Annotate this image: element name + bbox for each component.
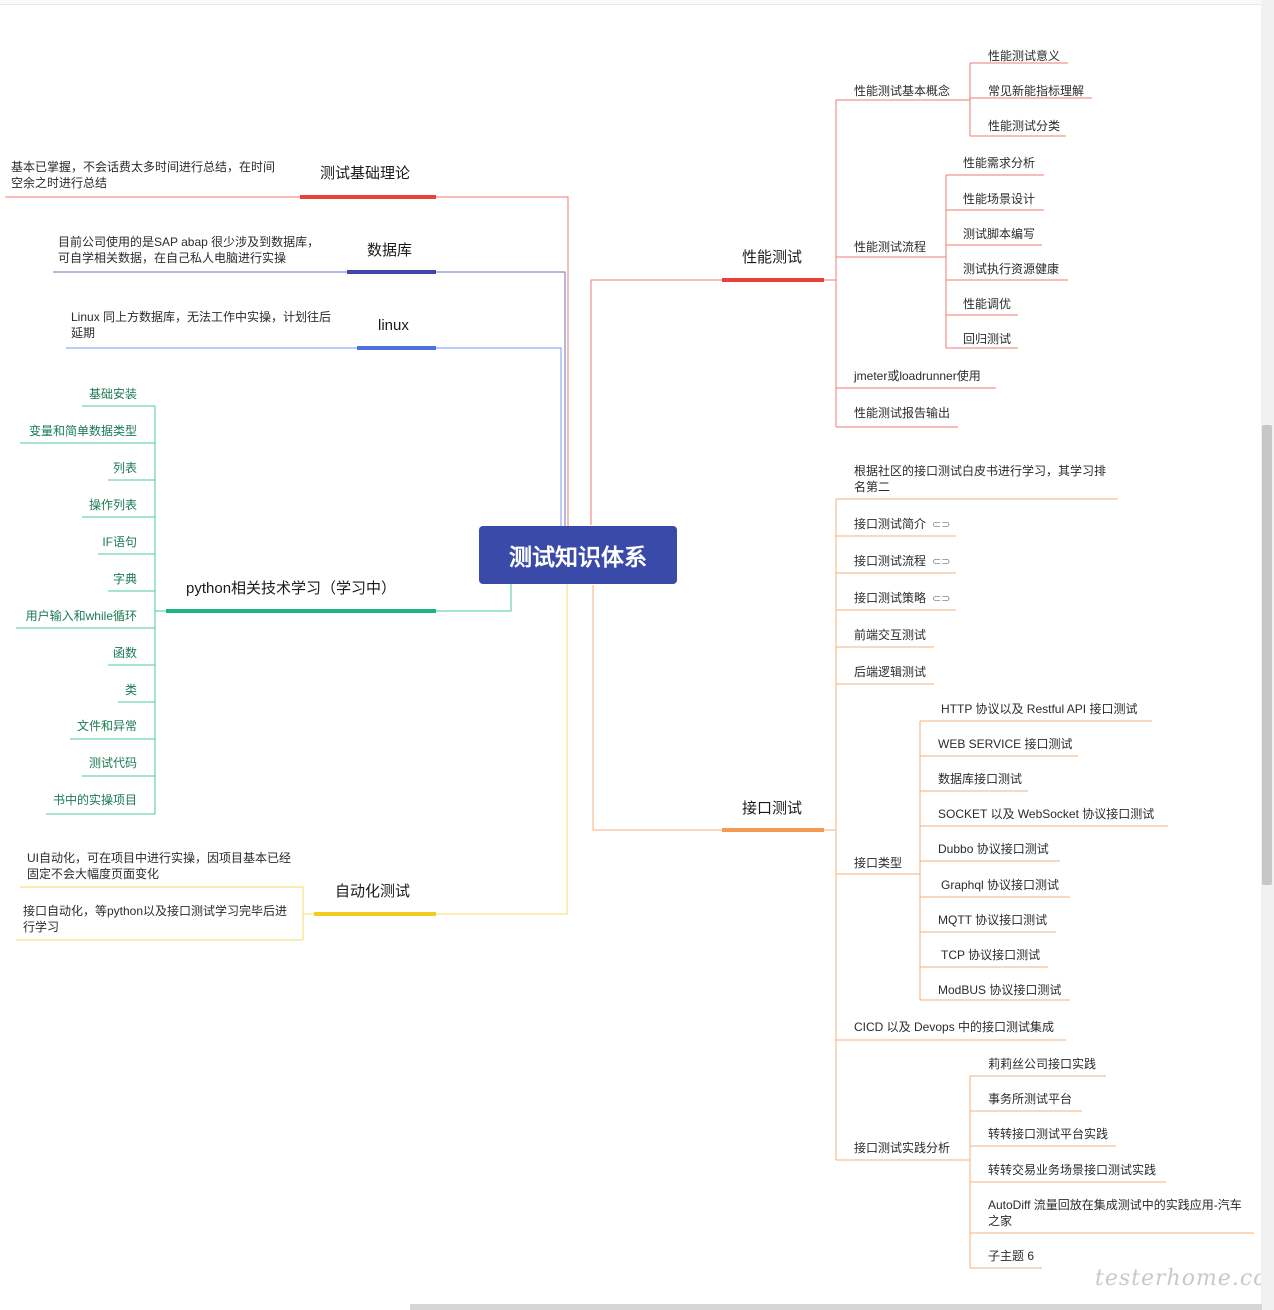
- perf-report[interactable]: 性能测试报告输出: [854, 406, 951, 420]
- perf-concept-item[interactable]: 性能测试意义: [988, 49, 1061, 63]
- perf-process-item[interactable]: 性能场景设计: [963, 192, 1036, 206]
- interface-item-label: 接口测试策略: [854, 591, 927, 605]
- branch-python[interactable]: python相关技术学习（学习中）: [186, 580, 397, 597]
- note-interface: 根据社区的接口测试白皮书进行学习，其学习排名第二: [854, 464, 1107, 494]
- vertical-scrollbar[interactable]: [1262, 425, 1272, 885]
- python-item[interactable]: IF语句: [102, 535, 137, 549]
- practice-item[interactable]: AutoDiff 流量回放在集成测试中的实践应用-汽车之家: [988, 1198, 1242, 1228]
- python-item[interactable]: 操作列表: [88, 498, 137, 512]
- interface-item[interactable]: 接口测试流程 ⊂⊃: [854, 553, 950, 570]
- perf-process[interactable]: 性能测试流程: [854, 240, 927, 254]
- python-item[interactable]: 用户输入和while循环: [25, 609, 137, 623]
- interface-item-label: 接口测试流程: [854, 554, 927, 568]
- branch-basic-theory[interactable]: 测试基础理论: [320, 165, 411, 182]
- interface-type-item[interactable]: ModBUS 协议接口测试: [938, 983, 1062, 997]
- perf-process-item[interactable]: 回归测试: [963, 332, 1012, 346]
- python-item[interactable]: 列表: [112, 461, 137, 475]
- branch-database[interactable]: 数据库: [367, 242, 413, 259]
- practice-item[interactable]: 转转接口测试平台实践: [988, 1127, 1109, 1141]
- interface-type-item[interactable]: 数据库接口测试: [938, 772, 1023, 786]
- note-automation-api: 接口自动化，等python以及接口测试学习完毕后进行学习: [23, 904, 288, 934]
- link-icon[interactable]: ⊂⊃: [932, 519, 951, 531]
- branch-interface[interactable]: 接口测试: [742, 800, 803, 817]
- branch-linux[interactable]: linux: [378, 317, 409, 334]
- python-item[interactable]: 文件和异常: [76, 719, 137, 733]
- interface-item[interactable]: 接口测试简介 ⊂⊃: [854, 516, 950, 533]
- interface-type-item[interactable]: Graphql 协议接口测试: [941, 878, 1060, 892]
- python-item[interactable]: 测试代码: [88, 756, 137, 770]
- python-item[interactable]: 基础安装: [88, 387, 137, 401]
- branch-automation[interactable]: 自动化测试: [335, 883, 411, 900]
- horizontal-scrollbar[interactable]: [410, 1304, 1262, 1310]
- interface-item[interactable]: 前端交互测试: [854, 628, 927, 642]
- watermark: testerhome.com: [1095, 1266, 1274, 1291]
- practice-item[interactable]: 转转交易业务场景接口测试实践: [988, 1163, 1157, 1177]
- interface-type-item[interactable]: HTTP 协议以及 Restful API 接口测试: [941, 702, 1138, 716]
- note-basic-theory: 基本已掌握，不会话费太多时间进行总结，在时间空余之时进行总结: [11, 160, 276, 190]
- python-item[interactable]: 字典: [112, 572, 137, 586]
- interface-item-label: 接口测试简介: [854, 517, 927, 531]
- link-icon[interactable]: ⊂⊃: [932, 556, 951, 568]
- perf-process-item[interactable]: 测试执行资源健康: [963, 262, 1060, 276]
- perf-concepts[interactable]: 性能测试基本概念: [854, 84, 951, 98]
- link-icon[interactable]: ⊂⊃: [932, 593, 951, 605]
- perf-concept-item[interactable]: 常见新能指标理解: [988, 84, 1085, 98]
- perf-process-item[interactable]: 性能调优: [963, 297, 1012, 311]
- interface-practice[interactable]: 接口测试实践分析: [854, 1141, 951, 1155]
- perf-tool[interactable]: jmeter或loadrunner使用: [854, 369, 981, 383]
- interface-types[interactable]: 接口类型: [854, 856, 903, 870]
- practice-item[interactable]: 子主题 6: [988, 1249, 1035, 1263]
- interface-type-item[interactable]: TCP 协议接口测试: [941, 948, 1041, 962]
- branch-performance[interactable]: 性能测试: [742, 249, 803, 266]
- practice-item[interactable]: 莉莉丝公司接口实践: [988, 1057, 1097, 1071]
- perf-process-item[interactable]: 性能需求分析: [963, 156, 1036, 170]
- python-item[interactable]: 书中的实操项目: [52, 793, 137, 807]
- perf-process-item[interactable]: 测试脚本编写: [963, 227, 1036, 241]
- practice-item[interactable]: 事务所测试平台: [988, 1092, 1073, 1106]
- interface-type-item[interactable]: WEB SERVICE 接口测试: [938, 737, 1073, 751]
- python-item[interactable]: 函数: [112, 646, 137, 660]
- perf-concept-item[interactable]: 性能测试分类: [988, 119, 1061, 133]
- interface-type-item[interactable]: SOCKET 以及 WebSocket 协议接口测试: [938, 807, 1155, 821]
- interface-item[interactable]: 接口测试策略 ⊂⊃: [854, 590, 950, 607]
- root-node[interactable]: 测试知识体系: [479, 526, 677, 584]
- note-automation-ui: UI自动化，可在项目中进行实操，因项目基本已经固定不会大幅度页面变化: [27, 851, 292, 881]
- interface-type-item[interactable]: Dubbo 协议接口测试: [938, 842, 1049, 856]
- top-bar: [0, 0, 1262, 5]
- note-database: 目前公司使用的是SAP abap 很少涉及到数据库，可自学相关数据，在自己私人电…: [58, 235, 320, 265]
- interface-item[interactable]: 后端逻辑测试: [854, 665, 927, 679]
- python-item[interactable]: 变量和简单数据类型: [28, 424, 137, 438]
- interface-type-item[interactable]: MQTT 协议接口测试: [938, 913, 1048, 927]
- python-item[interactable]: 类: [124, 683, 137, 697]
- interface-cicd[interactable]: CICD 以及 Devops 中的接口测试集成: [854, 1020, 1055, 1034]
- note-linux: Linux 同上方数据库，无法工作中实操，计划往后延期: [71, 310, 332, 340]
